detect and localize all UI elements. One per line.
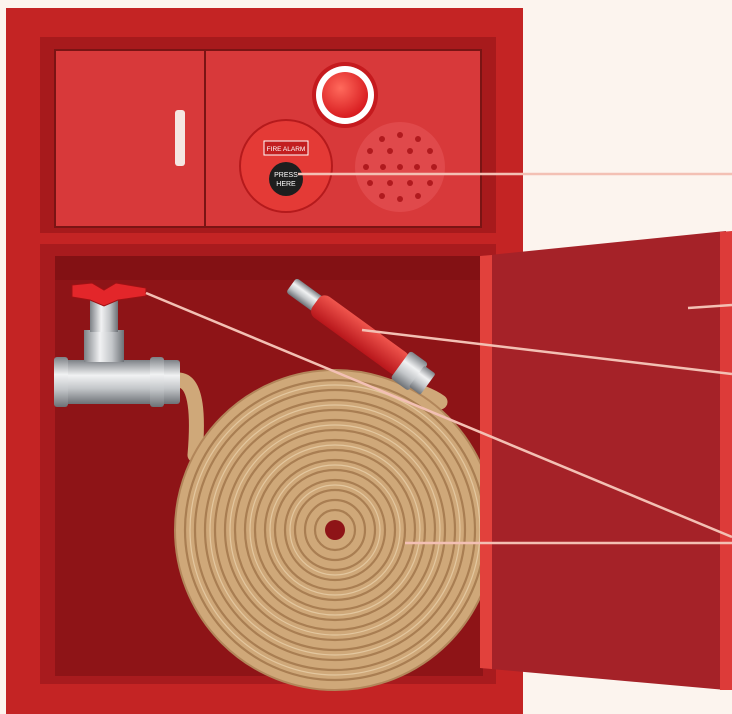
alarm-speaker-icon xyxy=(355,122,445,212)
leader-lines xyxy=(145,172,732,545)
compartment-shadow xyxy=(55,256,483,280)
leader-line-door xyxy=(687,303,732,310)
leader-line-nozzle xyxy=(361,328,732,376)
fire-alarm-bell-icon: FIRE ALARM PRESS HERE xyxy=(239,119,333,213)
cabinet-door-panel[interactable] xyxy=(480,231,726,690)
valve-handle[interactable] xyxy=(71,282,147,307)
indicator-lamp-icon xyxy=(312,62,378,128)
leader-line-valve xyxy=(145,291,732,539)
fire-alarm-label: FIRE ALARM xyxy=(267,146,306,153)
hose-reel-icon xyxy=(174,369,496,691)
nozzle-icon[interactable] xyxy=(281,271,438,398)
valve-icon[interactable] xyxy=(54,282,180,407)
press-here-button[interactable] xyxy=(269,162,303,196)
panel-handle[interactable] xyxy=(175,110,185,166)
hose-lead xyxy=(170,372,204,463)
press-here-line1: PRESS xyxy=(274,172,298,179)
press-here-line2: HERE xyxy=(276,181,296,188)
cabinet-door-edge xyxy=(480,255,492,669)
cabinet-door-hinge-edge xyxy=(720,231,732,690)
